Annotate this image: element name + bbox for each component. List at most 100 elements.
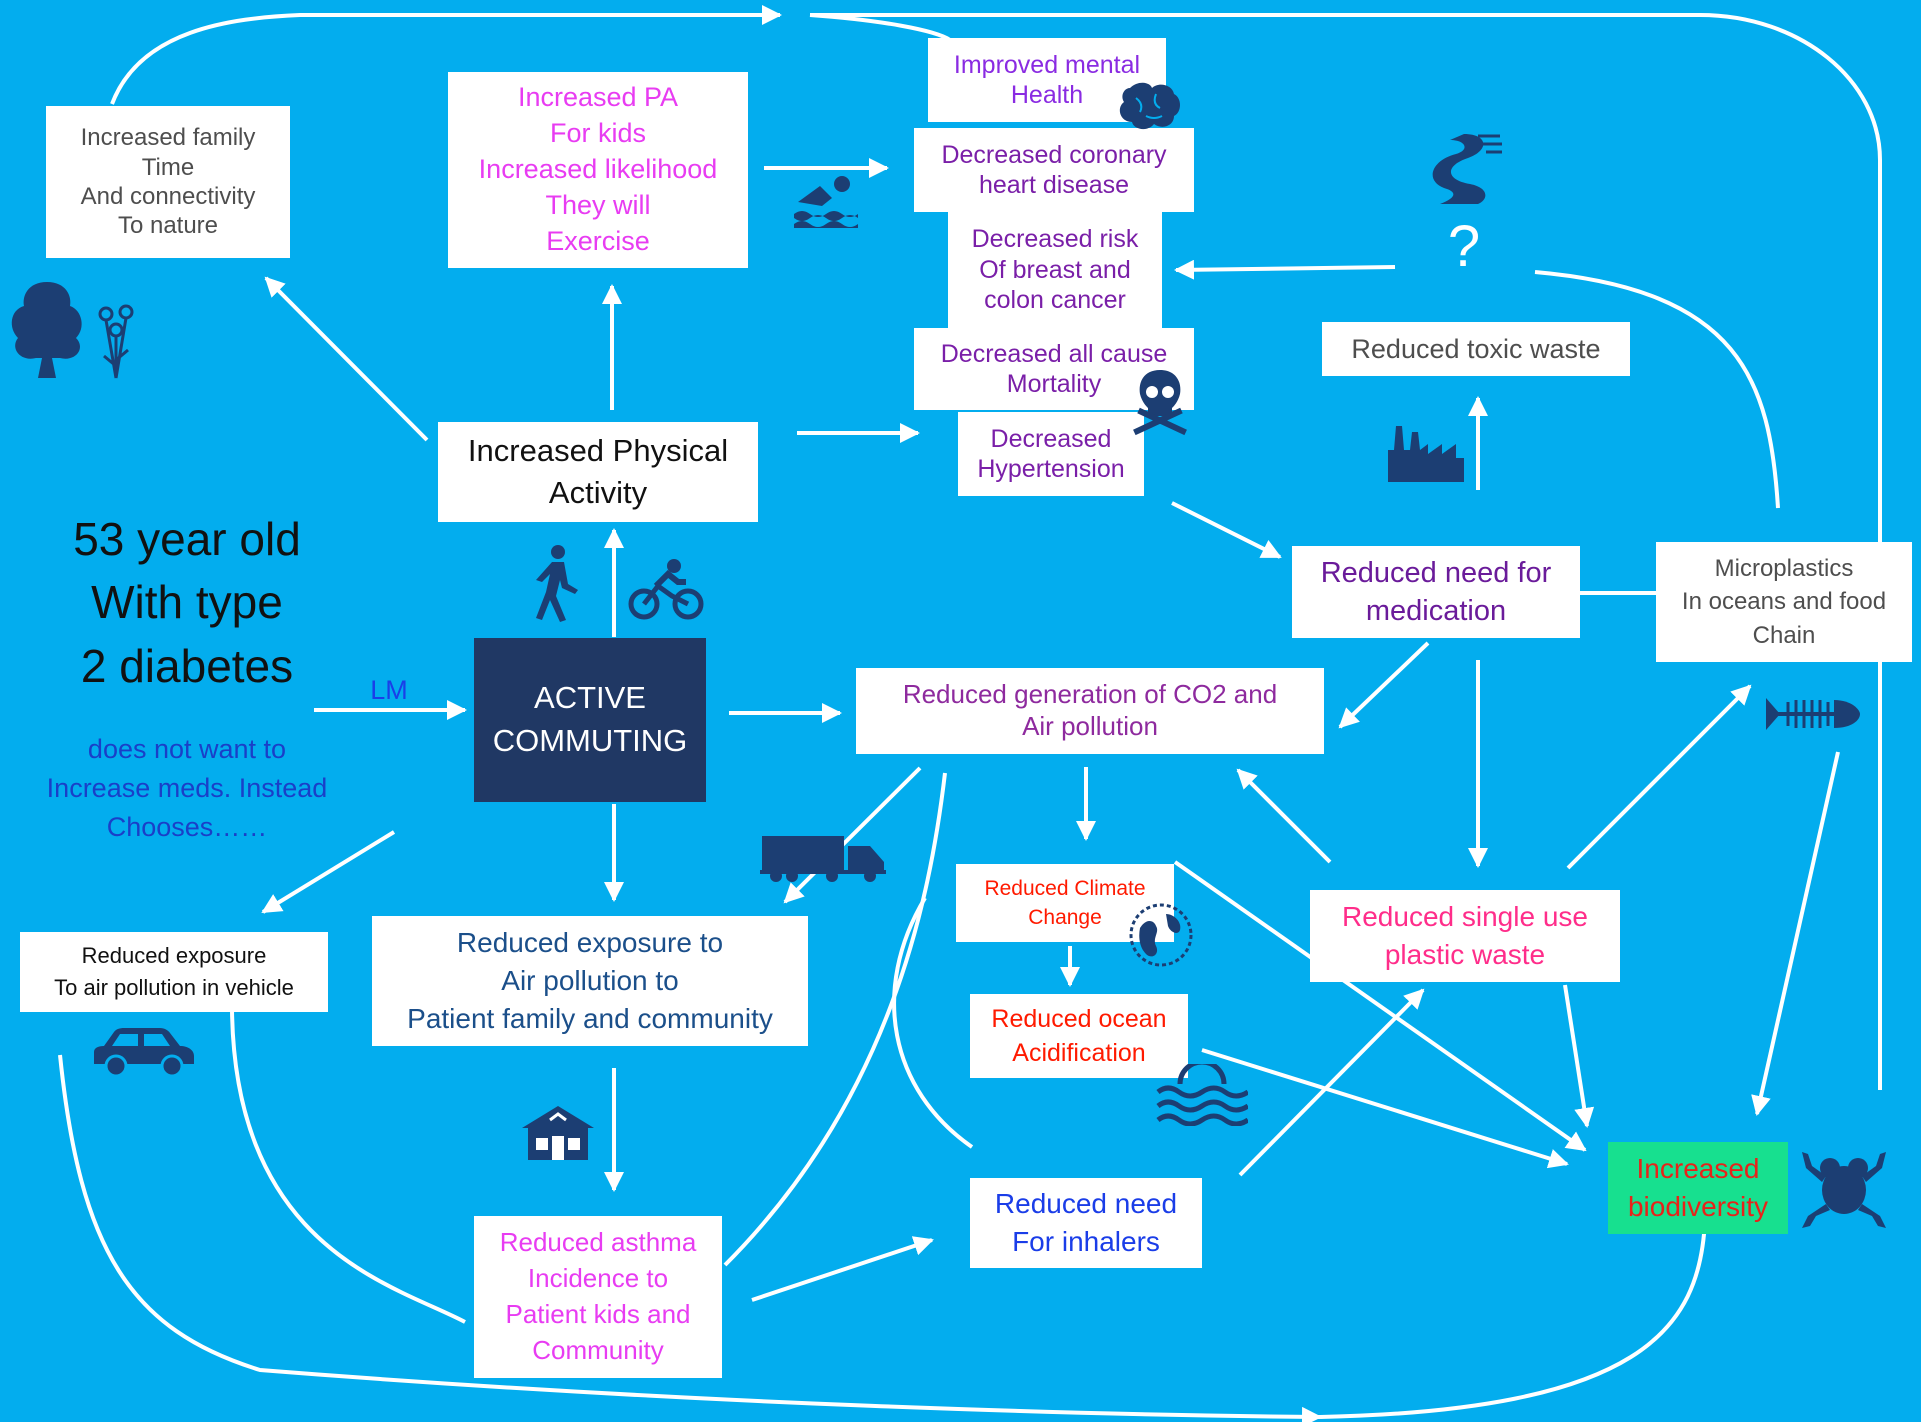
frog-icon (1802, 1152, 1886, 1228)
connector (1566, 684, 1752, 870)
walking-person-icon (536, 545, 578, 622)
connector (810, 13, 1882, 1090)
node-medication: Reduced need for medication (1292, 546, 1580, 638)
node-biodiversity: Increased biodiversity (1608, 1142, 1788, 1234)
house-icon (522, 1106, 594, 1160)
node-microplastics: Microplastics In oceans and food Chain (1656, 542, 1912, 662)
connector (230, 1009, 466, 1324)
node-text: Reduced Climate (984, 876, 1146, 900)
ocean-waves-icon (1156, 1064, 1248, 1126)
connector (264, 276, 429, 442)
node-text: Reduced exposure (81, 943, 267, 969)
node-text: To nature (117, 212, 219, 240)
node-text: Activity (548, 475, 648, 510)
node-family-time: Increased family Time And connectivity T… (46, 106, 290, 258)
river-icon (1432, 134, 1502, 204)
node-text: Change (1028, 906, 1102, 929)
connector (1563, 984, 1595, 1128)
node-text: For kids (549, 118, 647, 149)
node-text: Reduced exposure to (456, 926, 724, 958)
node-text: Exercise (546, 225, 650, 256)
node-exposure-community: Reduced exposure to Air pollution to Pat… (372, 916, 808, 1046)
connector (261, 830, 396, 914)
connector (723, 772, 947, 1267)
node-text: Reduced asthma (499, 1227, 697, 1258)
connector (1174, 259, 1396, 280)
connector (110, 5, 782, 105)
brain-icon (1119, 82, 1180, 130)
node-text: Microplastics (1714, 554, 1854, 582)
connector (809, 13, 952, 42)
node-text: Of breast and (979, 255, 1131, 284)
patient-note-line: Increase meds. Instead (46, 773, 328, 804)
node-hypertension: Decreased Hypertension (958, 412, 1144, 496)
node-text: colon cancer (984, 286, 1126, 315)
node-text: heart disease (978, 171, 1130, 199)
factory-icon (1388, 426, 1464, 482)
node-text: And connectivity (80, 183, 256, 210)
node-text: Reduced toxic waste (1351, 333, 1601, 364)
node-text: To air pollution in vehicle (54, 975, 294, 1000)
node-text: Decreased all cause (940, 339, 1168, 368)
node-text: Decreased risk (971, 225, 1139, 254)
node-text: Air pollution (1022, 711, 1158, 741)
connector (1319, 1219, 1707, 1419)
node-text: Increased PA (517, 82, 679, 113)
node-vehicle-exposure: Reduced exposure To air pollution in veh… (20, 932, 328, 1012)
node-text: Increased (1636, 1152, 1760, 1184)
tree-icon (11, 282, 82, 378)
truck-icon (760, 836, 886, 882)
swimmer-icon (794, 176, 858, 228)
node-text: plastic waste (1384, 939, 1546, 970)
node-text: Increased Physical (467, 433, 729, 469)
node-text: Incidence to (527, 1263, 669, 1294)
node-text: In oceans and food (1681, 588, 1887, 616)
connector (783, 766, 922, 904)
node-text: Patient family and community (407, 1003, 773, 1035)
node-text: Reduced need (994, 1187, 1178, 1219)
patient-title-line: 2 diabetes (80, 639, 294, 692)
node-text: Chain (1752, 621, 1816, 649)
node-text: Reduced generation of CO2 and (902, 679, 1278, 710)
connector (1238, 988, 1425, 1177)
node-climate-change: Reduced Climate Change (956, 864, 1174, 942)
node-inhalers: Reduced need For inhalers (970, 1178, 1202, 1268)
connector (1751, 751, 1840, 1116)
node-text: Increased family (80, 124, 256, 152)
flower-icon (98, 304, 134, 379)
node-text: COMMUTING (492, 723, 688, 758)
connector (1201, 1048, 1569, 1169)
node-text: Hypertension (977, 455, 1125, 483)
connector (1173, 860, 1587, 1152)
connector (1171, 501, 1282, 559)
node-text: Patient kids and (505, 1299, 691, 1329)
patient-note-line: Chooses…… (106, 812, 268, 843)
node-text: Increased likelihood (478, 154, 718, 185)
node-text: For inhalers (1012, 1226, 1160, 1257)
node-text: ACTIVE (534, 680, 646, 716)
node-text: Time (141, 153, 195, 181)
node-text: medication (1365, 595, 1507, 627)
car-icon (94, 1028, 194, 1076)
cyclist-icon (628, 559, 704, 620)
node-text: Reduced single use (1342, 900, 1588, 932)
question-mark: ? (1447, 214, 1481, 279)
node-text: Reduced ocean (991, 1005, 1167, 1033)
connector (58, 1054, 1322, 1422)
node-text: Decreased coronary (941, 140, 1167, 169)
node-pa-kids: Increased PA For kids Increased likeliho… (448, 72, 748, 268)
node-text: Mortality (1006, 370, 1102, 398)
node-active-commuting: ACTIVE COMMUTING (474, 638, 706, 802)
node-text: They will (545, 189, 651, 220)
node-asthma: Reduced asthma Incidence to Patient kids… (474, 1216, 722, 1378)
patient-title-line: With type (91, 576, 283, 629)
node-text: Air pollution to (501, 964, 679, 996)
node-text: Health (1010, 81, 1084, 109)
lm-label: LM (370, 675, 408, 705)
connector (1534, 270, 1780, 509)
node-toxic-waste: Reduced toxic waste (1322, 322, 1630, 376)
patient-note-line: does not want to (87, 734, 287, 764)
node-text: Community (532, 1334, 664, 1365)
